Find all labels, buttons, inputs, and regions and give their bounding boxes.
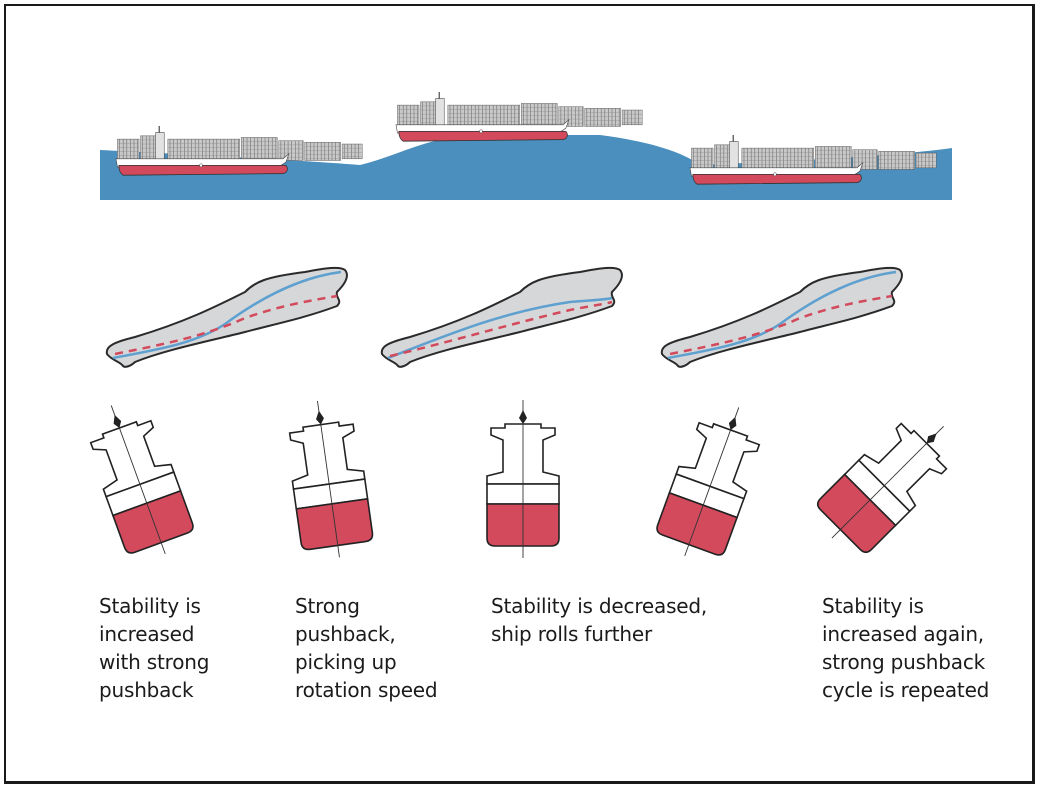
lower-hull <box>398 130 568 142</box>
container-block <box>878 151 915 170</box>
porthole <box>199 163 203 168</box>
container-block <box>117 138 140 161</box>
cross-section-roll-5 <box>816 422 948 554</box>
hull-outline <box>105 266 348 368</box>
hull-section-hogging-1 <box>105 266 348 368</box>
mast-icon <box>728 416 737 430</box>
porthole <box>479 129 483 134</box>
submerged-hull <box>111 489 194 554</box>
bridge-tower <box>729 141 739 170</box>
container-ship-trough-right <box>689 135 937 185</box>
container-stacks <box>117 135 363 161</box>
submerged-hull <box>656 491 739 556</box>
caption-4: Stability is increased again, strong pus… <box>822 594 990 702</box>
porthole <box>773 172 777 177</box>
mast-icon <box>519 410 527 424</box>
container-block <box>304 142 341 161</box>
container-stacks <box>397 101 643 127</box>
container-block <box>558 106 584 127</box>
cross-section-roll-1 <box>89 405 194 555</box>
container-block <box>815 146 852 170</box>
container-block <box>915 152 937 169</box>
container-ship-crest <box>395 92 643 142</box>
container-block <box>167 138 241 161</box>
container-block <box>521 103 558 127</box>
centerline <box>110 405 166 555</box>
centerline <box>831 426 944 539</box>
container-ship-trough-left <box>115 126 363 176</box>
lower-hull <box>692 173 862 185</box>
waterline-curve <box>112 270 342 360</box>
centerline <box>684 407 740 557</box>
caption-3: Stability is decreased, ship rolls furth… <box>491 594 708 646</box>
bridge-tower <box>155 132 165 161</box>
container-block <box>741 147 815 170</box>
hull-section-sagging <box>380 266 623 368</box>
waterline-curve <box>387 296 613 360</box>
container-block <box>447 104 521 127</box>
cross-section-roll-3 <box>486 400 560 558</box>
bridge-tower <box>435 98 445 127</box>
cross-section-roll-4 <box>656 407 761 557</box>
mast-icon <box>316 410 324 425</box>
container-block <box>397 104 420 127</box>
container-block <box>278 140 304 161</box>
caption-2: Strong pushback, picking up rotation spe… <box>295 594 438 702</box>
neutral-axis-dashed <box>389 300 613 358</box>
caption-1: Stability is increased with strong pushb… <box>99 594 210 702</box>
cross-section-roll-2 <box>288 400 374 558</box>
container-block <box>852 149 878 170</box>
container-block <box>341 143 363 160</box>
waterline-curve <box>667 270 897 360</box>
hull-outline <box>660 266 903 368</box>
container-block <box>691 147 714 170</box>
container-block <box>584 108 621 127</box>
container-stacks <box>691 144 937 170</box>
centerline <box>317 400 340 558</box>
hull-section-hogging-2 <box>660 266 903 368</box>
lower-hull <box>118 164 288 176</box>
mast-icon <box>113 414 122 428</box>
container-block <box>621 109 643 126</box>
container-block <box>241 137 278 161</box>
